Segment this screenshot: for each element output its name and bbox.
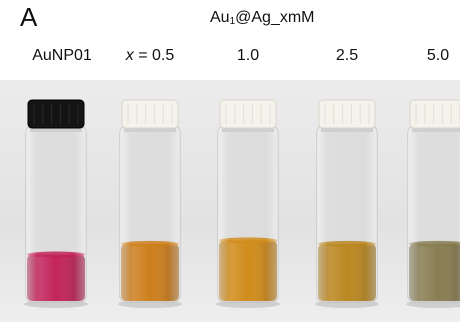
group-title-suffix: @Ag_xmM: [235, 9, 315, 26]
vial-4-cap: [318, 99, 376, 129]
vial-4-neck: [321, 126, 373, 132]
panel-letter: A: [20, 2, 38, 32]
vial-1-cap: [27, 99, 85, 129]
vial-1-neck: [30, 126, 82, 132]
group-title: Au1@Ag_xmM: [210, 8, 315, 32]
vial-1-reflection: [26, 126, 86, 302]
sample-label-5-0: 5.0: [426, 47, 450, 64]
sample-label-2-5: 2.5: [335, 47, 359, 64]
vial-2-cap: [121, 99, 179, 129]
vial-2-neck: [124, 126, 176, 132]
sample-label-variable: x: [125, 47, 134, 64]
vial-3-neck: [222, 126, 274, 132]
group-title-subscript: 1: [229, 16, 236, 27]
vial-3-cap: [219, 99, 277, 129]
vial-3-reflection: [218, 126, 278, 302]
sample-label-auNP01: AuNP01: [32, 47, 92, 64]
group-title-prefix: Au: [210, 9, 230, 26]
vial-5-cap: [409, 99, 460, 129]
sample-label-x-0-5: x = 0.5: [126, 46, 174, 66]
sample-label-value: = 0.5: [133, 47, 175, 64]
vials-group: [24, 99, 460, 308]
vial-4-reflection: [317, 126, 377, 302]
vial-2-reflection: [120, 126, 180, 302]
vial-5-neck: [412, 126, 460, 132]
sample-label-1-0: 1.0: [236, 47, 260, 64]
vial-5-reflection: [408, 126, 460, 302]
vial-photo: [0, 80, 460, 322]
